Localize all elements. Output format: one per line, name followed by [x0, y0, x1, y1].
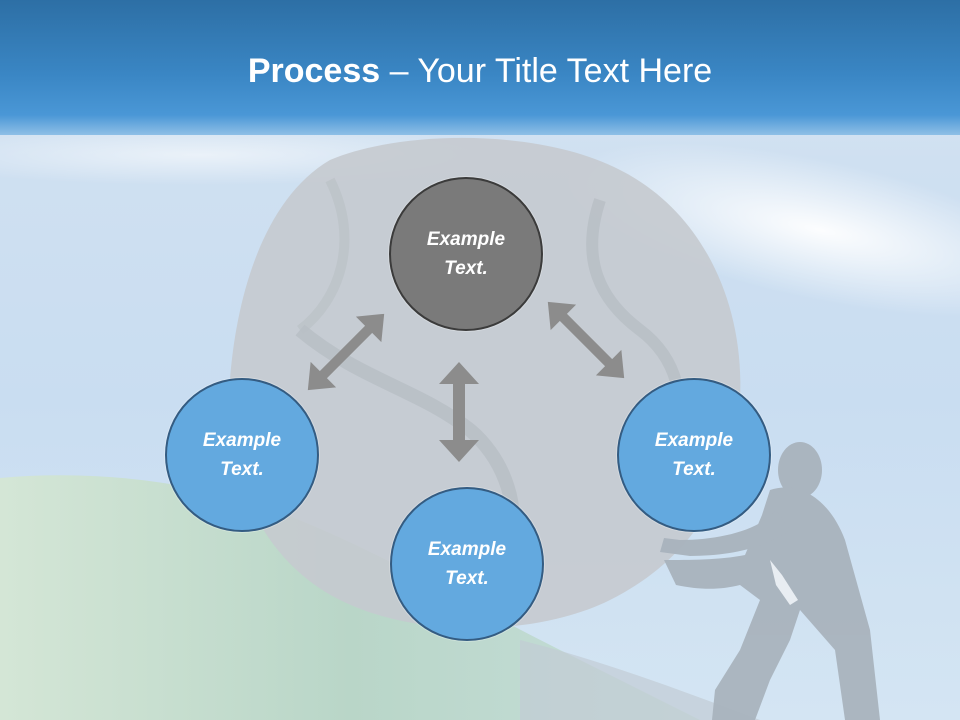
node-left: Example Text. — [165, 378, 319, 532]
title-rest: – Your Title Text Here — [380, 52, 713, 90]
node-bottom-label: Example Text. — [427, 539, 507, 589]
arrow-top-left — [307, 313, 385, 391]
node-left-label: Example Text. — [202, 430, 282, 480]
man-shirt — [770, 560, 798, 605]
arrow-vertical — [439, 362, 479, 462]
man-silhouette — [660, 442, 880, 720]
slide-title: Process – Your Title Text Here — [0, 52, 960, 91]
sky-glow — [565, 142, 960, 318]
boulder — [228, 137, 741, 629]
slope — [520, 640, 760, 720]
node-bottom: Example Text. — [390, 487, 544, 641]
boulder-crack-3 — [296, 177, 350, 334]
node-top-label: Example Text. — [426, 229, 506, 279]
node-right: Example Text. — [617, 378, 771, 532]
node-right-label: Example Text. — [654, 430, 734, 480]
title-bar — [0, 0, 960, 135]
arrow-top-right — [547, 301, 625, 379]
title-bold: Process — [247, 52, 381, 90]
node-top: Example Text. — [389, 177, 543, 331]
